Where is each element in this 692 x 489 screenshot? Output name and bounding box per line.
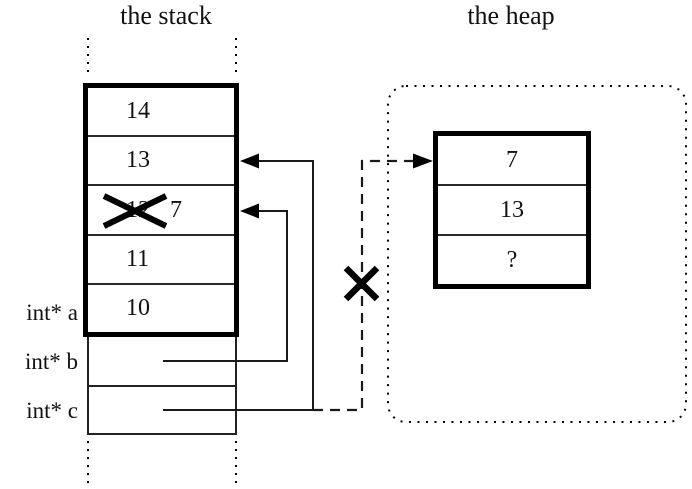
heap-cell: 7 xyxy=(438,136,586,184)
heap-cell-value: ? xyxy=(506,246,518,273)
pointer-slot-c xyxy=(89,387,235,437)
variable-label-a: int* a xyxy=(26,300,78,325)
heap-block-box: 7 13 ? xyxy=(433,131,591,289)
stack-cell-new-value: 7 xyxy=(170,196,182,223)
heap-cell-value: 13 xyxy=(500,196,524,223)
stack-cell: 10 xyxy=(88,282,234,332)
stack-cell-overwritten: 12 7 xyxy=(88,184,234,233)
arrowhead-right-icon xyxy=(413,153,433,169)
stack-cell-value: 11 xyxy=(126,245,150,272)
dangling-pointer-dashed-arrow xyxy=(313,153,433,412)
heap-title: the heap xyxy=(467,1,555,30)
arrowhead-left-icon xyxy=(240,203,259,219)
stack-cell-value: 10 xyxy=(126,294,150,321)
variable-label-c: int* c xyxy=(26,398,78,423)
pointer-slot-b xyxy=(89,337,235,387)
stack-cell: 14 xyxy=(88,88,234,135)
stack-pointer-slots xyxy=(87,337,237,435)
stack-cell-value: 13 xyxy=(126,147,150,174)
variable-label-b: int* b xyxy=(24,349,78,374)
stack-title: the stack xyxy=(120,1,212,30)
stack-cell-old-value: 12 xyxy=(126,196,150,223)
heap-cell: 13 xyxy=(438,184,586,234)
stack-frame-box: 14 13 12 7 11 10 xyxy=(83,83,239,337)
heap-cell: ? xyxy=(438,234,586,284)
stack-cell: 13 xyxy=(88,135,234,184)
stack-cell-value: 14 xyxy=(126,98,150,125)
invalid-pointer-cross-icon xyxy=(343,265,380,302)
stack-cell: 11 xyxy=(88,233,234,283)
heap-cell-value: 7 xyxy=(506,146,518,173)
arrowhead-left-icon xyxy=(240,153,259,169)
